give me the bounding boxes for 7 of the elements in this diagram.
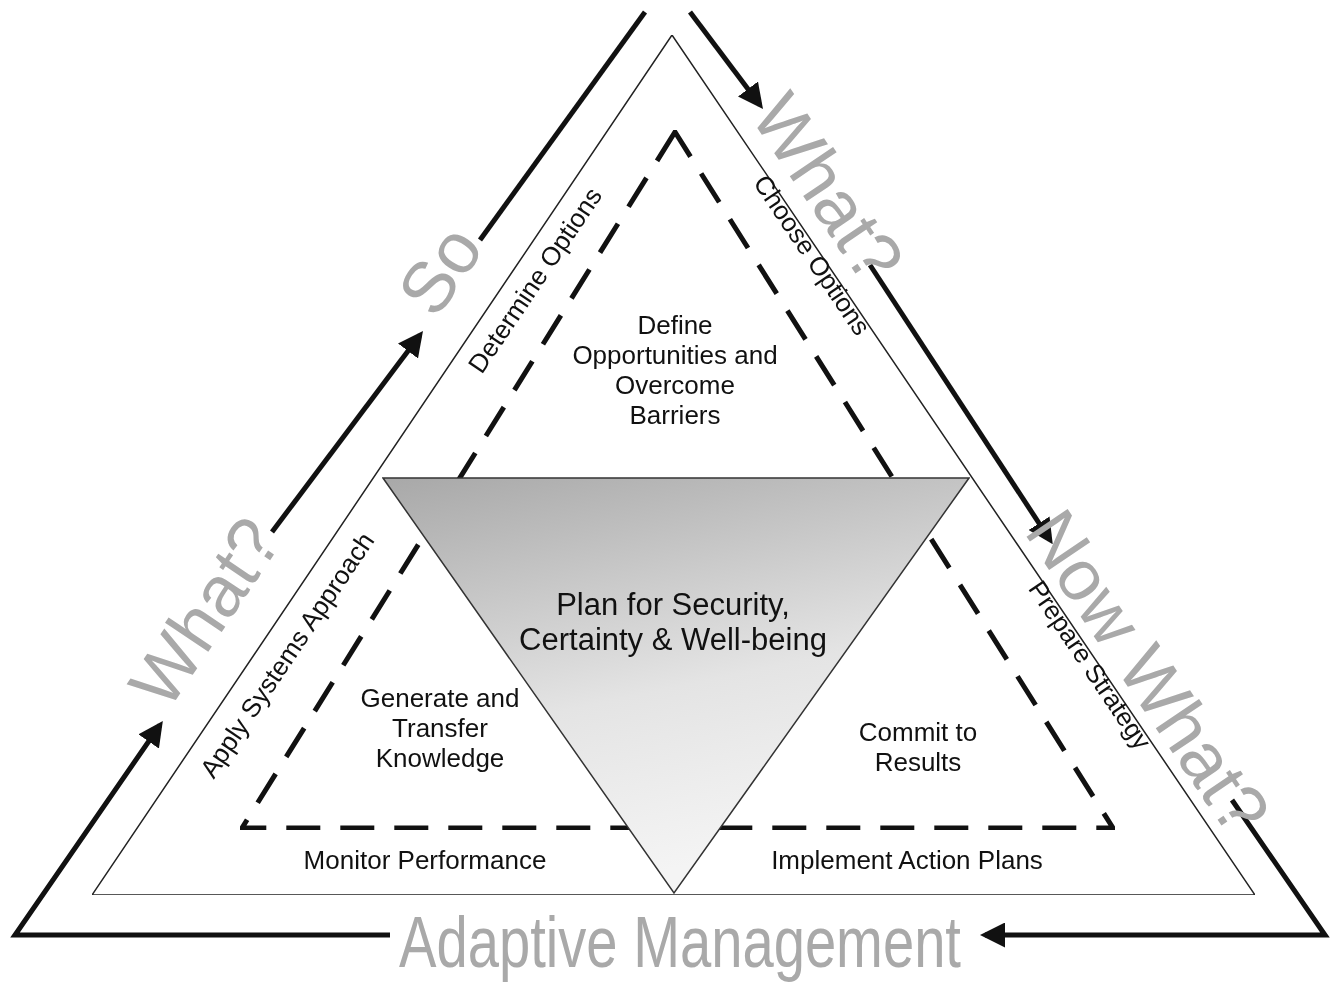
side-label: Monitor Performance [303, 845, 547, 875]
center-text: Plan for Security, Certainty & Well-being [518, 587, 828, 657]
stage-text: Define Opportunities and Overcome Barriers [571, 310, 779, 430]
side-label: Implement Action Plans [771, 845, 1043, 875]
stage-text: Commit to Results [857, 717, 979, 777]
stage-text: Generate and Transfer Knowledge [359, 683, 521, 773]
cycle-title: Adaptive Management [399, 904, 961, 980]
